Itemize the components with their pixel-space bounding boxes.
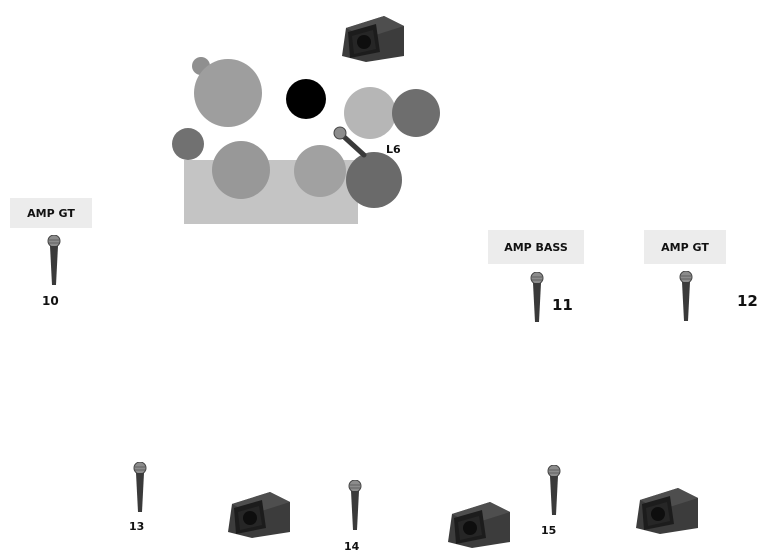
rack-tom-left	[194, 59, 262, 127]
microphone-icon	[133, 462, 147, 514]
drum-set: L6	[170, 55, 440, 230]
hihat	[172, 128, 204, 160]
rack-tom-right	[344, 87, 396, 139]
ride-cymbal	[346, 152, 402, 208]
stage-monitor-icon	[226, 488, 292, 540]
mic-number-12: 12	[737, 292, 758, 310]
stage-monitor-icon	[634, 484, 700, 536]
microphone-icon	[47, 235, 61, 287]
amp-gt-left: AMP GT	[10, 198, 92, 228]
stage-monitor-icon	[340, 12, 406, 64]
amp-gt-right: AMP GT	[644, 230, 726, 264]
mic-number-13: 13	[129, 520, 145, 533]
floor-tom	[294, 145, 346, 197]
snare-drum	[212, 141, 270, 199]
stage-monitor-icon	[446, 498, 512, 550]
drum-mic-icon	[333, 126, 367, 158]
microphone-icon	[348, 480, 362, 532]
microphone-icon	[679, 271, 693, 323]
mic-number-11: 11	[552, 296, 573, 314]
kick-drum	[286, 79, 326, 119]
drum-mic-label: L6	[386, 143, 401, 156]
crash-cymbal	[392, 89, 440, 137]
amp-bass: AMP BASS	[488, 230, 584, 264]
mic-number-14: 14	[344, 540, 360, 553]
mic-number-15: 15	[541, 524, 557, 537]
mic-number-10: 10	[42, 294, 59, 308]
microphone-icon	[547, 465, 561, 517]
microphone-icon	[530, 272, 544, 324]
